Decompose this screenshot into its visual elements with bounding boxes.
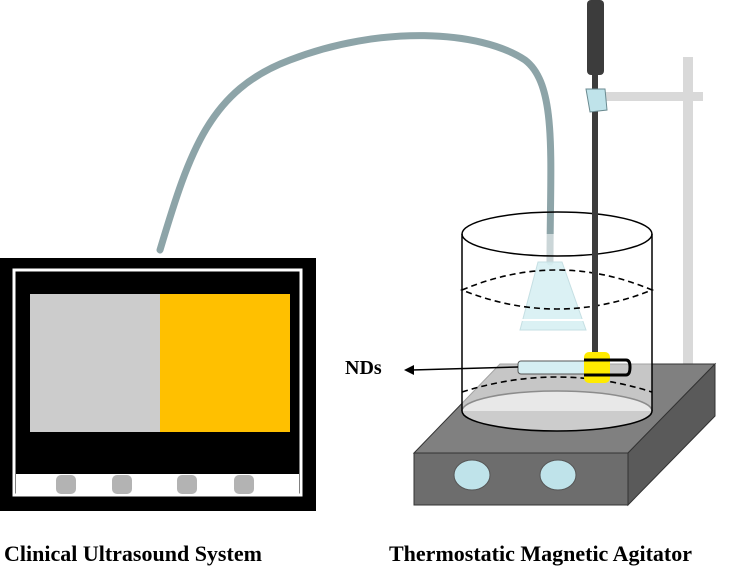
knob-4-icon [234,475,254,494]
nds-sample [517,352,632,383]
dial-left-icon [453,459,491,491]
stand-clamp [585,88,608,113]
stir-rod-shaft [592,72,598,372]
beaker-rim [461,211,653,257]
water-level-upper [459,269,655,310]
nds-arrow [404,365,519,375]
knob-2-icon [112,475,132,494]
ultrasound-cable [156,32,555,266]
stir-rod-handle [587,0,604,75]
stir-rod [587,0,604,372]
screen-left-panel [30,294,160,432]
agitator-caption: Thermostatic Magnetic Agitator [389,541,693,566]
agitator-front [413,452,629,506]
nds-clamp [584,352,610,383]
stand-pole [683,57,693,375]
knob-3-icon [177,475,197,494]
screen-right-panel [160,294,290,432]
nds-clamp-loop [584,358,632,377]
water-level-lower [461,376,653,393]
nds-arrow-head-icon [404,365,414,375]
knob-1-icon [56,475,76,494]
ultrasound-system-caption: Clinical Ultrasound System [4,541,262,566]
ultrasound-monitor [0,258,316,511]
ring-stand [595,57,703,375]
stand-arm [595,92,703,101]
nds-tube [517,360,593,375]
water-levels [459,269,655,393]
nds-arrow-line [411,366,519,371]
dial-right-icon [539,459,577,491]
nds-label: NDs [345,357,382,379]
monitor-bezel-line [12,268,303,497]
agitator-side [627,362,716,507]
control-strip [16,474,299,494]
